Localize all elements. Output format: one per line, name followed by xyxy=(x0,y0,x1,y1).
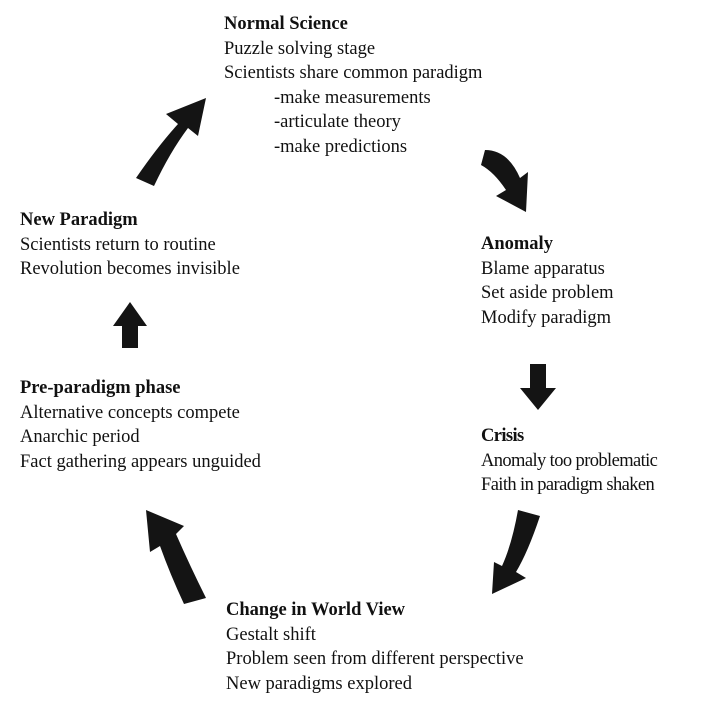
stage-title: Pre-paradigm phase xyxy=(20,378,181,398)
stage-line: Anomaly too problematic xyxy=(481,450,658,471)
stage-line: Faith in paradigm shaken xyxy=(481,475,655,495)
stage-sub-item: -make predictions xyxy=(274,136,408,157)
stage-line: Blame apparatus xyxy=(481,258,605,279)
arrow-to-normal-science-icon xyxy=(136,98,206,186)
stage-anomaly: Anomaly Blame apparatus Set aside proble… xyxy=(481,232,614,330)
arrow-to-change-in-world-view-icon xyxy=(492,510,540,594)
stage-sub-item: -make measurements xyxy=(274,87,431,108)
stage-title: Normal Science xyxy=(224,14,348,34)
stage-line: Set aside problem xyxy=(481,283,614,303)
arrow-to-anomaly-icon xyxy=(481,150,528,212)
stage-line: Scientists return to routine xyxy=(20,234,216,255)
stage-line: Fact gathering appears unguided xyxy=(20,451,261,472)
stage-new-paradigm: New Paradigm Scientists return to routin… xyxy=(20,208,240,282)
stage-line: Revolution becomes invisible xyxy=(20,259,240,279)
arrow-to-pre-paradigm-phase-icon xyxy=(146,510,206,604)
arrow-to-new-paradigm-icon xyxy=(113,302,147,348)
stage-line: Problem seen from different perspective xyxy=(226,649,524,669)
stage-pre-paradigm-phase: Pre-paradigm phase Alternative concepts … xyxy=(20,376,261,474)
stage-line: Puzzle solving stage xyxy=(224,38,376,59)
stage-title: New Paradigm xyxy=(20,210,138,230)
stage-title: Change in World View xyxy=(226,600,406,620)
stage-line: New paradigms explored xyxy=(226,673,412,694)
arrow-to-crisis-icon xyxy=(520,364,556,410)
stage-line: Gestalt shift xyxy=(226,624,316,645)
stage-title: Crisis xyxy=(481,426,524,446)
stage-normal-science: Normal Science Puzzle solving stage Scie… xyxy=(224,12,482,159)
stage-crisis: Crisis Anomaly too problematic Faith in … xyxy=(481,424,658,498)
stage-change-in-world-view: Change in World View Gestalt shift Probl… xyxy=(226,598,524,696)
stage-line: Scientists share common paradigm xyxy=(224,63,483,83)
stage-line: Anarchic period xyxy=(20,427,140,447)
stage-line: Modify paradigm xyxy=(481,307,611,328)
stage-sub-item: -articulate theory xyxy=(274,112,401,132)
stage-title: Anomaly xyxy=(481,234,553,254)
stage-line: Alternative concepts compete xyxy=(20,402,240,423)
